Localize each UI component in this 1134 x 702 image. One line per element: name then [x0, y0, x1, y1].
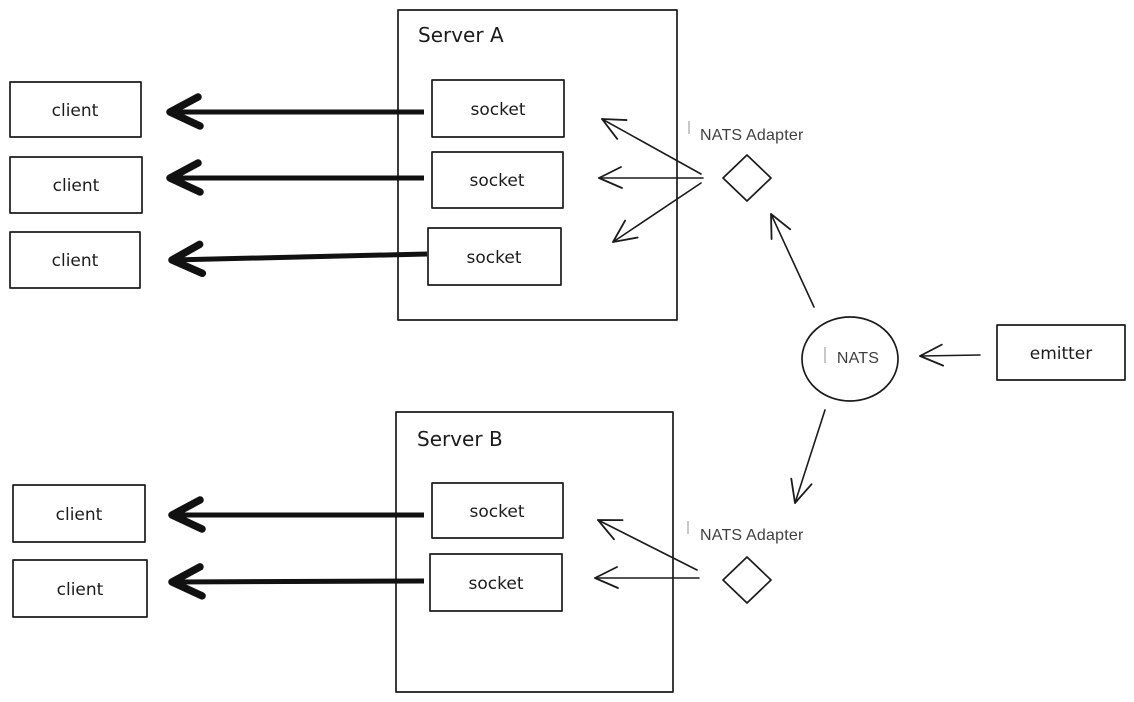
client-box [9, 156, 143, 214]
server-b-title: Server B [417, 427, 503, 451]
adapter-diamond-icon [722, 154, 772, 202]
socket-to-client-arrow [168, 563, 425, 600]
nats-adapter-label: NATS Adapter [700, 127, 804, 144]
socket-box [427, 227, 562, 286]
client-label: client [52, 101, 99, 121]
socket-box [431, 482, 564, 539]
socket-label: socket [471, 100, 526, 120]
nats-to-adapter-a-arrow [770, 213, 815, 308]
adapter-to-socket-arrow [612, 182, 702, 243]
nats-to-adapter-b-arrow [790, 409, 826, 504]
emitter-to-nats-arrow [919, 343, 981, 367]
emitter-node: emitter [996, 324, 1126, 381]
server-a-box [397, 9, 678, 321]
clients-b: client client [12, 484, 148, 618]
nats-adapter-b: NATS Adapter [687, 521, 804, 604]
emitter-box [996, 324, 1126, 381]
nats-label: NATS [837, 350, 879, 367]
nats-adapter-a: NATS Adapter [688, 121, 804, 202]
socket-label: socket [467, 248, 522, 268]
clients-a: client client client [9, 81, 143, 289]
client-box [12, 484, 146, 543]
nats-circle [801, 316, 899, 402]
server-a: Server A socket socket socket [397, 9, 678, 321]
socket-to-client-arrow [168, 240, 428, 278]
adapter-to-socket-arrow [601, 118, 702, 175]
server-b-box [395, 411, 674, 693]
client-label: client [52, 251, 99, 271]
adapter-diamond-icon [722, 556, 772, 604]
client-label: client [56, 505, 103, 525]
socket-label: socket [470, 171, 525, 191]
client-label: client [57, 580, 104, 600]
server-b: Server B socket socket [395, 411, 674, 693]
client-box [12, 559, 148, 618]
emitter-label: emitter [1030, 344, 1093, 364]
nats-node: NATS [801, 316, 899, 402]
client-box [9, 81, 142, 138]
client-box [9, 231, 141, 289]
socket-label: socket [469, 574, 524, 594]
nats-adapter-label: NATS Adapter [700, 527, 804, 544]
socket-box [431, 79, 565, 138]
socket-label: socket [470, 502, 525, 522]
socket-box [431, 151, 564, 209]
client-label: client [53, 176, 100, 196]
server-a-title: Server A [418, 23, 504, 47]
socket-box [429, 553, 563, 612]
adapter-to-socket-arrow [597, 519, 698, 571]
